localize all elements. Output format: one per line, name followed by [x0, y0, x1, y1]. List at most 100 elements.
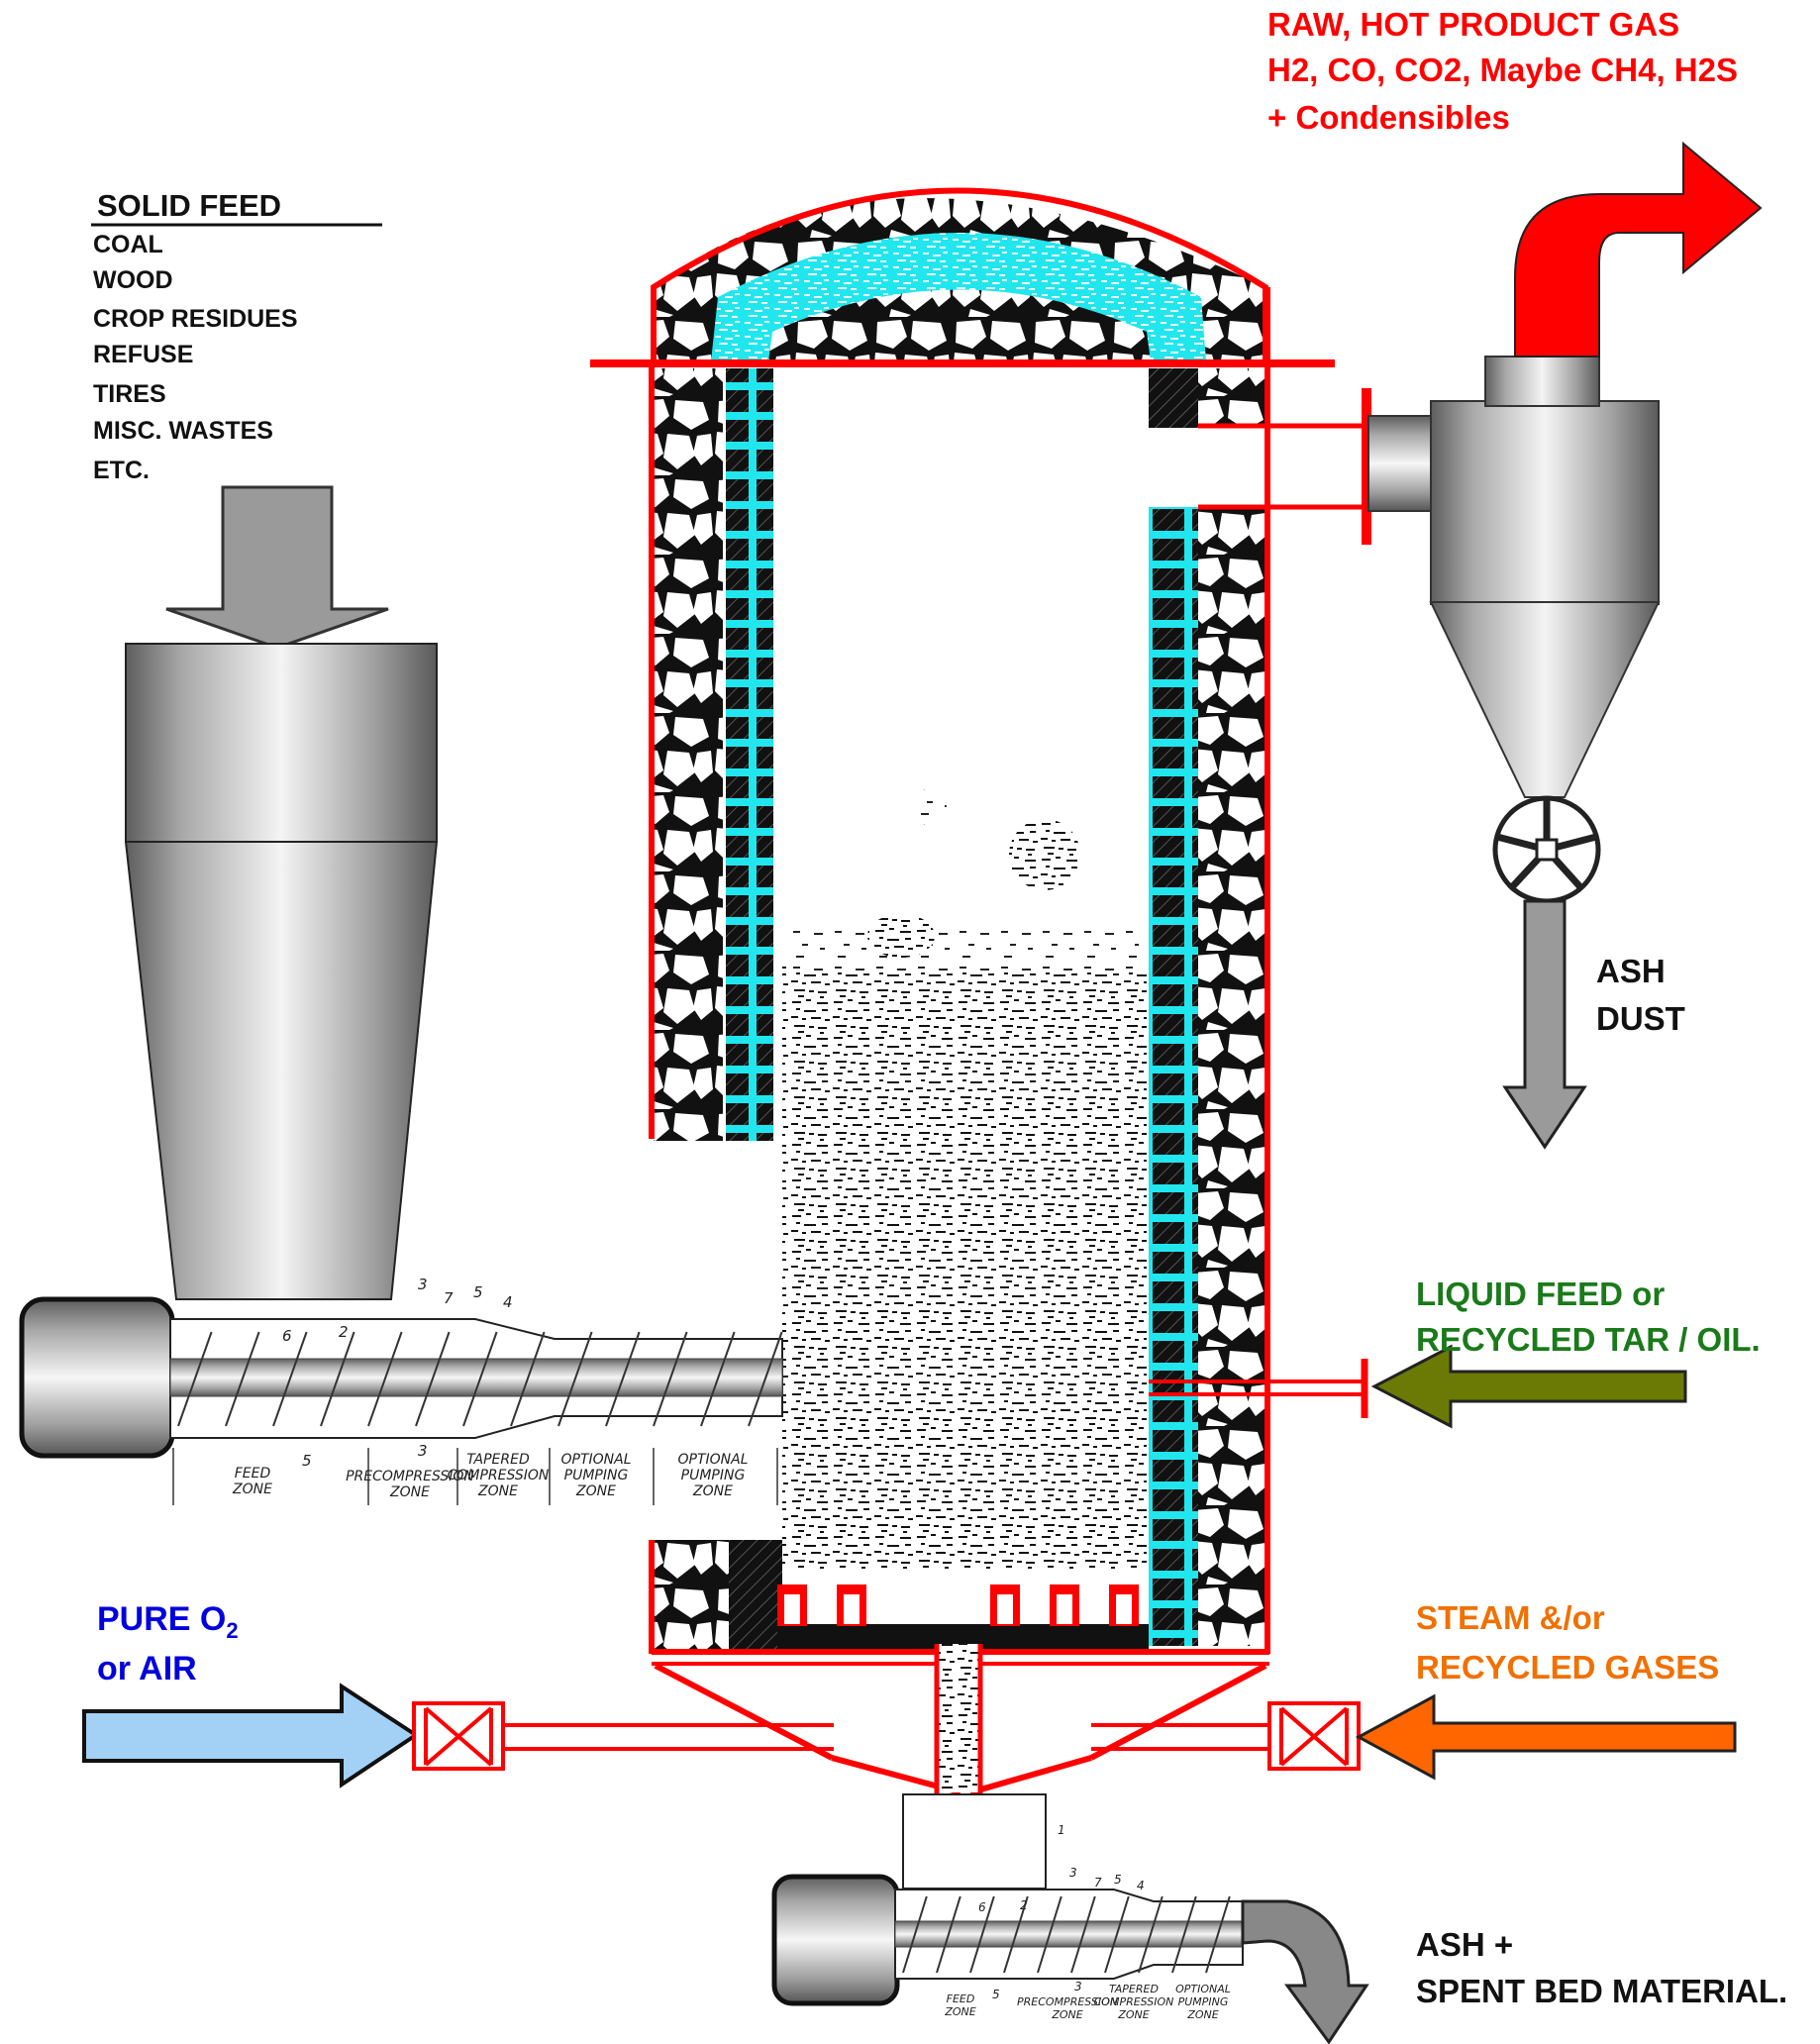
particle-cluster: [867, 914, 935, 958]
screw-flight: [272, 1331, 308, 1427]
freeboard-particles: [792, 926, 1139, 971]
screw-flight: [1205, 1895, 1231, 1974]
screw-flight: [1138, 1895, 1163, 1974]
oxygen-pipe: [503, 1723, 834, 1751]
product-gas-outlet-duct: [1198, 388, 1371, 545]
ash-out-line: SPENT BED MATERIAL.: [1416, 1973, 1787, 2009]
screw-flight: [902, 1895, 928, 1974]
feed-item: MISC. WASTES: [93, 417, 273, 445]
callout: 3: [418, 1276, 428, 1293]
product-gas-line: RAW, HOT PRODUCT GAS: [1267, 6, 1679, 43]
liquid-feed-line: [1149, 1359, 1368, 1418]
steam-line: STEAM &/or: [1416, 1599, 1605, 1636]
screw-flight: [1104, 1895, 1130, 1974]
callout: 2: [1020, 1898, 1028, 1912]
steam-arrow: [1355, 1693, 1737, 1781]
product-gas-line: H2, CO, CO2, Maybe CH4, H2S: [1267, 51, 1738, 88]
feed-hopper: [124, 643, 439, 1300]
callout: 7: [444, 1289, 454, 1307]
callout: 6: [978, 1900, 986, 1914]
product-gas-label: RAW, HOT PRODUCT GAS H2, CO, CO2, Maybe …: [1267, 6, 1738, 136]
callout: 2: [339, 1323, 349, 1341]
feed-item: COAL: [93, 231, 163, 258]
screw-flight: [510, 1331, 546, 1427]
dome-shell: [651, 187, 1268, 364]
steam-pipe: [1091, 1723, 1269, 1751]
lower-left-bricks: [729, 1540, 782, 1649]
screw-flight: [1171, 1895, 1197, 1974]
feed-item: WOOD: [93, 266, 173, 294]
screw-flight: [1070, 1895, 1096, 1974]
callout: 4: [1137, 1879, 1145, 1892]
particle-cluster: [911, 789, 947, 825]
callout: 3: [1069, 1866, 1077, 1880]
oxygen-line-2: or AIR: [97, 1650, 197, 1687]
ash-dust-line: DUST: [1596, 1000, 1685, 1037]
feed-callouts: 3 6 2 7 5 4 5 3: [282, 1276, 513, 1470]
product-gas-arrow: [1514, 141, 1763, 358]
callout: 5: [992, 1988, 1000, 2001]
right-bricks-top: [1149, 368, 1198, 428]
left-insulation: [654, 368, 723, 1141]
callout: 6: [282, 1327, 292, 1345]
liquid-feed-label: LIQUID FEED or RECYCLED TAR / OIL.: [1416, 1276, 1761, 1358]
screw-flight: [653, 1331, 688, 1427]
rotary-valve-icon: [1492, 795, 1601, 904]
screw-flight: [936, 1895, 961, 1974]
ash-dust-arrow: [1502, 899, 1587, 1150]
screw-flight: [415, 1331, 451, 1427]
callout: 4: [503, 1293, 513, 1311]
feed-screw-conveyor: [19, 1296, 783, 1505]
liquid-feed-arrow: [1370, 1344, 1687, 1429]
callout: 1: [1058, 1823, 1065, 1837]
liquid-feed-line: RECYCLED TAR / OIL.: [1416, 1321, 1761, 1358]
ash-out-line: ASH +: [1416, 1926, 1513, 1963]
oxygen-line-1: PURE O2: [97, 1600, 239, 1643]
callout: 5: [473, 1283, 483, 1301]
solid-feed-arrow: [165, 485, 389, 650]
screw-flight: [225, 1331, 260, 1427]
steam-label: STEAM &/or RECYCLED GASES: [1416, 1599, 1719, 1686]
callout: 5: [302, 1452, 312, 1470]
callout: 7: [1094, 1876, 1102, 1890]
screw-motor: [19, 1296, 175, 1459]
screw-flight: [748, 1331, 783, 1427]
screw-flight: [462, 1331, 498, 1427]
solid-feed-label: SOLID FEED COAL WOOD CROP RESIDUES REFUS…: [91, 188, 382, 484]
ash-dust-label: ASH DUST: [1596, 953, 1685, 1037]
elbow-arrow-icon: [1241, 1899, 1369, 2044]
screw-flight: [605, 1331, 641, 1427]
gasifier-vessel: [590, 187, 1335, 1797]
ash-out-label: ASH + SPENT BED MATERIAL.: [1416, 1926, 1787, 2009]
feed-item: CROP RESIDUES: [93, 305, 298, 333]
callout: 3: [1074, 1980, 1082, 1993]
product-gas-line: + Condensibles: [1267, 99, 1510, 136]
screw-flight: [1037, 1895, 1062, 1974]
left-refractory-bricks: [726, 368, 773, 1141]
ash-screw-conveyor: [771, 1793, 1369, 2044]
ash-callouts: 1 3 6 2 7 5 4 5 3: [978, 1823, 1145, 2001]
butterfly-valve-icon: [1267, 1701, 1361, 1771]
screw-flight: [367, 1331, 403, 1427]
ash-screw-motor: [771, 1874, 900, 2006]
right-insulation: [1198, 507, 1265, 1646]
gas-distributor: [777, 1584, 1149, 1652]
feed-item: REFUSE: [93, 341, 193, 368]
screw-flight: [700, 1331, 736, 1427]
feed-item: TIRES: [93, 380, 166, 408]
liquid-feed-line: LIQUID FEED or: [1416, 1276, 1665, 1312]
screw-flight: [177, 1331, 213, 1427]
plenum-cone: [654, 1663, 1267, 1795]
feed-item: ETC.: [93, 457, 150, 484]
lower-left-insulation: [654, 1540, 729, 1649]
